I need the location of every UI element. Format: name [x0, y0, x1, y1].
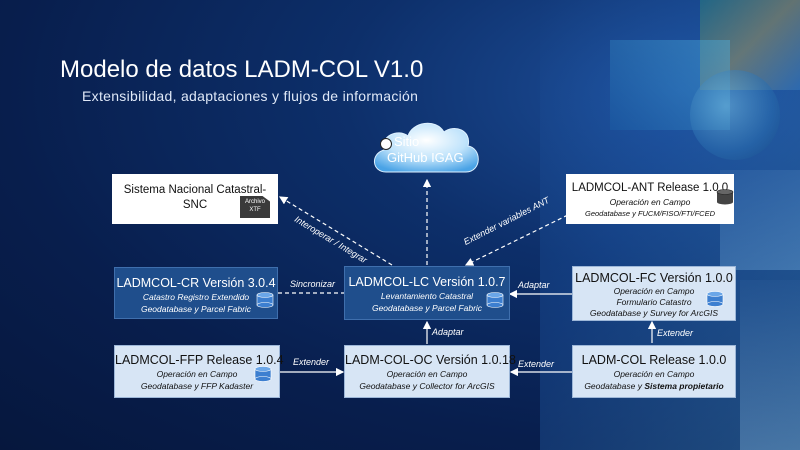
page-subtitle: Extensibilidad, adaptaciones y flujos de…	[82, 88, 419, 104]
globe-imagery	[690, 70, 780, 160]
ant-line2: Geodatabase y FUCM/FISO/FTI/FCED	[584, 209, 716, 218]
database-icon	[256, 292, 274, 308]
lc-title: LADMCOL-LC Versión 1.0.7	[348, 275, 506, 289]
cloud-label-1[interactable]: Sitio	[394, 134, 420, 149]
oc-line2: Geodatabase y Collector for ArcGIS	[359, 381, 495, 391]
file-icon-label-2: XTF	[249, 207, 261, 213]
ffp-line2: Geodatabase y FFP Kadaster	[140, 381, 254, 391]
database-icon	[706, 291, 724, 307]
database-icon	[254, 366, 272, 382]
label-extender-fc: Extender	[657, 328, 694, 338]
label-extender-rel: Extender	[518, 359, 555, 369]
lc-box[interactable]: LADMCOL-LC Versión 1.0.7 Levantamiento C…	[344, 266, 510, 320]
snc-title-1: Sistema Nacional Catastral-	[123, 184, 267, 196]
fc-line3: Geodatabase y Survey for ArcGIS	[589, 308, 719, 318]
cr-line1: Catastro Registro Extendido	[142, 292, 250, 302]
ffp-title: LADMCOL-FFP Release 1.0.4	[115, 353, 284, 367]
lc-line1: Levantamiento Catastral	[380, 291, 474, 301]
file-icon: Archivo XTF	[240, 196, 270, 218]
oc-box[interactable]: LADM-COL-OC Versión 1.0.18 Operación en …	[344, 345, 516, 398]
ffp-box[interactable]: LADMCOL-FFP Release 1.0.4 Operación en C…	[114, 345, 284, 398]
ant-box[interactable]: LADMCOL-ANT Release 1.0.0 Operación en C…	[566, 174, 734, 224]
arrow-lc-to-snc	[278, 196, 393, 266]
page-title: Modelo de datos LADM-COL V1.0	[60, 56, 424, 83]
oc-line1: Operación en Campo	[386, 369, 468, 379]
oc-title: LADM-COL-OC Versión 1.0.18	[345, 353, 516, 367]
ant-line1: Operación en Campo	[609, 197, 691, 207]
lc-line2: Geodatabase y Parcel Fabric	[371, 303, 483, 313]
label-adaptar-fc: Adaptar	[518, 280, 550, 290]
release-box[interactable]: LADM-COL Release 1.0.0 Operación en Camp…	[572, 345, 736, 398]
github-icon	[380, 138, 392, 150]
fc-line2: Formulario Catastro	[616, 297, 692, 307]
database-icon	[716, 189, 734, 205]
ant-title: LADMCOL-ANT Release 1.0.0	[571, 182, 729, 194]
release-line2-a: Geodatabase y	[584, 381, 645, 391]
cr-title: LADMCOL-CR Versión 3.0.4	[116, 276, 276, 290]
release-line2-b: Sistema propietario	[644, 381, 724, 391]
snc-title-2: SNC	[182, 199, 208, 211]
label-sincronizar: Sincronizar	[290, 279, 336, 289]
fc-line1: Operación en Campo	[613, 286, 695, 296]
database-icon	[486, 292, 504, 308]
cloud-icon	[374, 122, 479, 173]
map-imagery-tile	[740, 280, 800, 450]
cr-box[interactable]: LADMCOL-CR Versión 3.0.4 Catastro Regist…	[114, 267, 278, 319]
release-title: LADM-COL Release 1.0.0	[581, 353, 727, 367]
arrow-ant-to-lc	[464, 211, 575, 266]
cloud-label-2[interactable]: GitHub IGAG	[387, 150, 464, 165]
label-adaptar-oc: Adaptar	[432, 327, 464, 337]
cr-line2: Geodatabase y Parcel Fabric	[140, 304, 252, 314]
ffp-line1: Operación en Campo	[156, 369, 238, 379]
fc-title: LADMCOL-FC Versión 1.0.0	[575, 271, 733, 285]
file-icon-label-1: Archivo	[244, 199, 265, 205]
release-line2: Geodatabase y Sistema propietario	[573, 380, 735, 392]
label-extender-ffp: Extender	[293, 357, 330, 367]
release-line1: Operación en Campo	[613, 369, 695, 379]
